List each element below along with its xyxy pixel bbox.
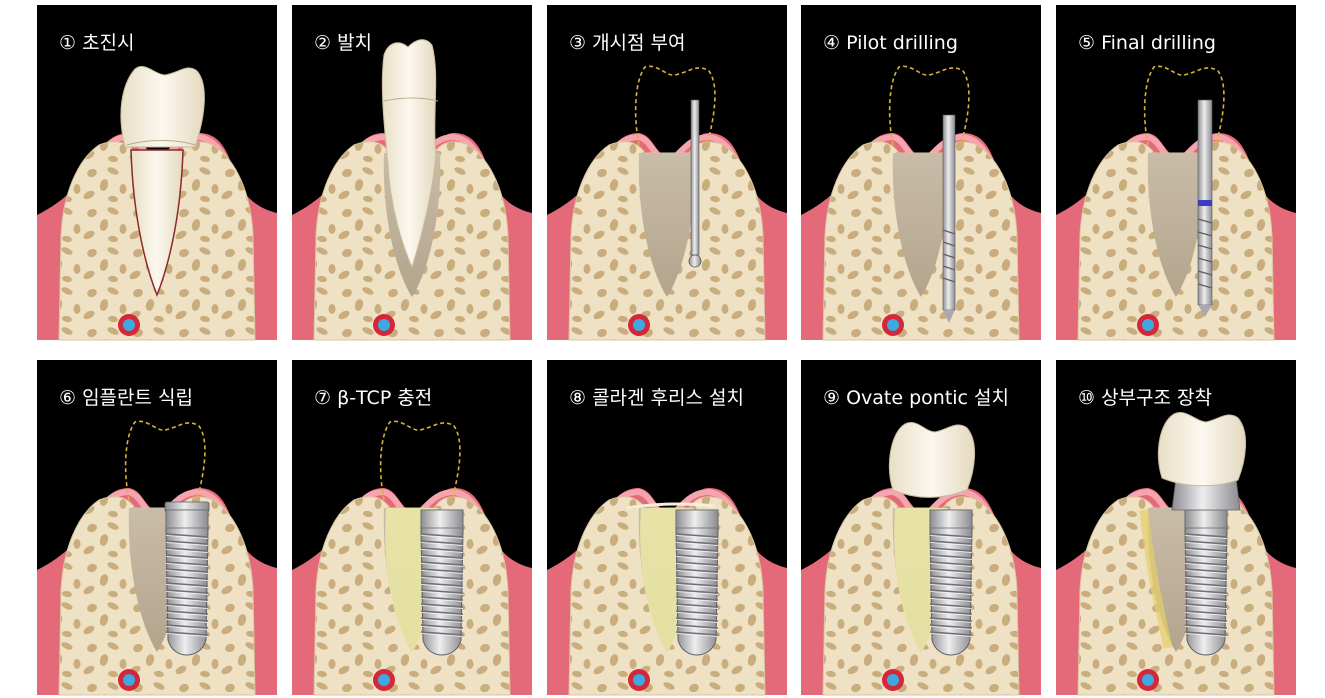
panel-label: ⑧ 콜라겐 후리스 설치: [569, 387, 744, 409]
round-bur-head: [689, 255, 701, 267]
panel-membrane: ⑧ 콜라겐 후리스 설치: [547, 360, 787, 695]
panel-label: ① 초진시: [59, 32, 135, 54]
vessel-core: [123, 319, 135, 331]
panel-label: ⑩ 상부구조 장착: [1078, 387, 1212, 409]
drill-depth-mark: [1198, 200, 1212, 206]
implant-fixture: [676, 510, 718, 655]
implant-fixture: [930, 510, 972, 655]
implant-fixture: [1185, 510, 1227, 655]
panel-label: ② 발치: [314, 32, 372, 54]
pilot-drill: [943, 115, 955, 310]
panel-label: ③ 개시점 부여: [569, 32, 686, 54]
vessel-core: [887, 674, 899, 686]
vessel-core: [1142, 319, 1154, 331]
panel-crown: ⑩ 상부구조 장착: [1056, 360, 1296, 695]
panel-round-bur: ③ 개시점 부여: [547, 5, 787, 340]
ovate-pontic: [889, 423, 974, 498]
panel-label: ⑤ Final drilling: [1078, 32, 1216, 54]
panel-extraction: ② 발치: [292, 5, 532, 340]
panel-implant: ⑥ 임플란트 식립: [37, 360, 277, 695]
panel-label: ⑦ β-TCP 충전: [314, 387, 432, 409]
panel-label: ④ Pilot drilling: [823, 32, 958, 54]
panel-initial: ① 초진시: [37, 5, 277, 340]
panel-pilot-drill: ④ Pilot drilling: [801, 5, 1041, 340]
panel-pontic: ⑨ Ovate pontic 설치: [801, 360, 1041, 695]
panel-label: ⑥ 임플란트 식립: [59, 387, 193, 409]
vessel-core: [887, 319, 899, 331]
tooth-crown: [121, 67, 204, 147]
vessel-core: [633, 674, 645, 686]
implant-fixture: [165, 502, 209, 655]
vessel-core: [1142, 674, 1154, 686]
final-crown: [1158, 413, 1245, 486]
panel-label: ⑨ Ovate pontic 설치: [823, 387, 1009, 409]
vessel-core: [633, 319, 645, 331]
panel-final-drill: ⑤ Final drilling: [1056, 5, 1296, 340]
vessel-core: [123, 674, 135, 686]
vessel-core: [378, 319, 390, 331]
vessel-core: [378, 674, 390, 686]
round-bur-shank: [691, 100, 699, 255]
panel-graft: ⑦ β-TCP 충전: [292, 360, 532, 695]
implant-fixture: [421, 510, 463, 655]
